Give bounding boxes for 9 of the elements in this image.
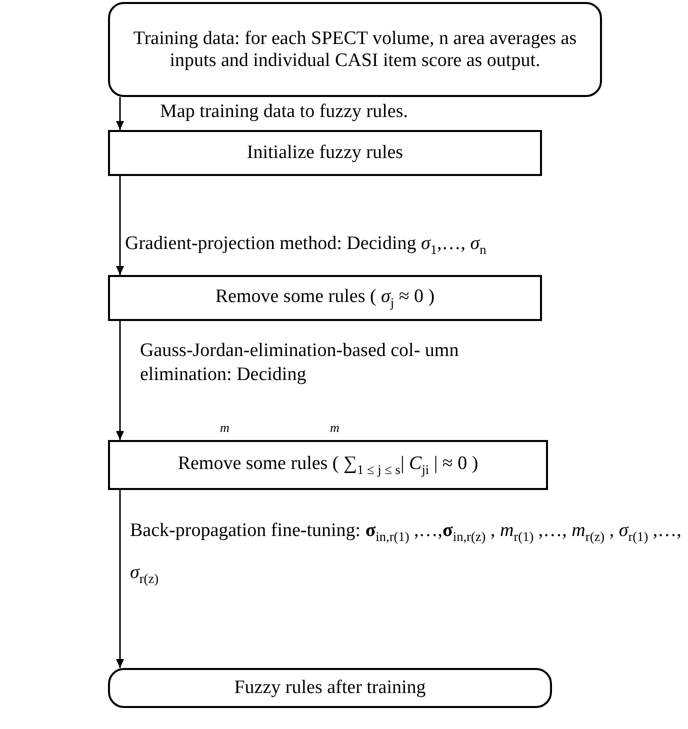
arrow xyxy=(116,321,124,440)
process-box: Remove some rules ( ∑$_{1 ≤ j ≤ s}$| C$_{ji}$ | ≈ 0 ) xyxy=(108,440,548,490)
process-box: Remove some rules ( σ$_{j}$ ≈ 0 ) xyxy=(108,275,542,321)
terminal-box: Fuzzy rules after training xyxy=(108,668,552,708)
process-box: Initialize fuzzy rules xyxy=(108,130,542,176)
terminal-box: Training data: for each SPECT volume, n area averages as inputs and individual CASI item score as output. xyxy=(108,2,602,97)
arrow xyxy=(116,97,124,130)
arrow xyxy=(116,490,124,668)
arrow xyxy=(116,176,124,275)
